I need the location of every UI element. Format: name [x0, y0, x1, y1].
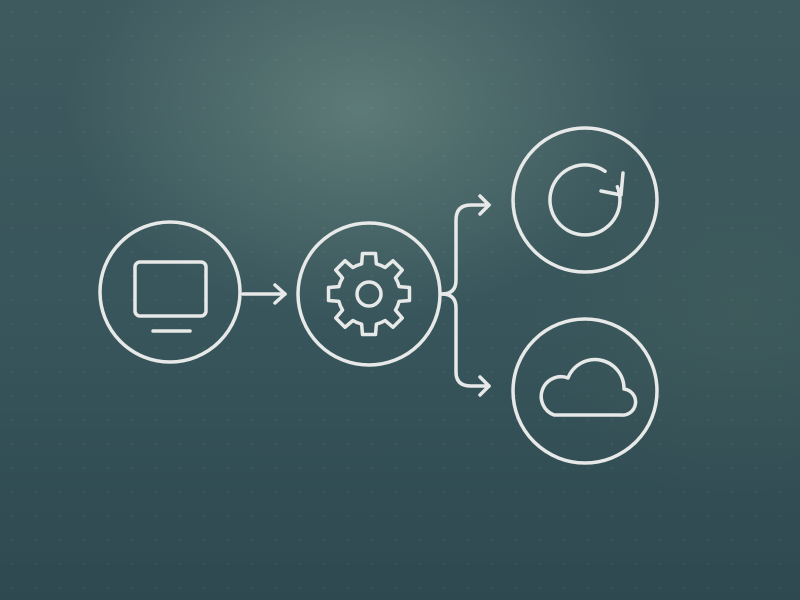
- arrow-processing-to-sync: [440, 194, 491, 296]
- node-processing: [296, 221, 442, 367]
- node-sync: [511, 126, 659, 274]
- node-computer: [98, 220, 242, 364]
- node-ring: [511, 126, 659, 274]
- node-ring: [511, 317, 659, 465]
- arrow-computer-to-processing: [241, 283, 287, 305]
- monitor-icon: [133, 260, 208, 333]
- node-cloud: [511, 317, 659, 465]
- cloud-icon: [539, 357, 638, 417]
- node-ring: [296, 221, 442, 367]
- arrow-processing-to-cloud: [440, 292, 491, 397]
- gear-icon: [326, 251, 412, 337]
- refresh-icon: [548, 163, 625, 237]
- node-ring: [98, 220, 242, 364]
